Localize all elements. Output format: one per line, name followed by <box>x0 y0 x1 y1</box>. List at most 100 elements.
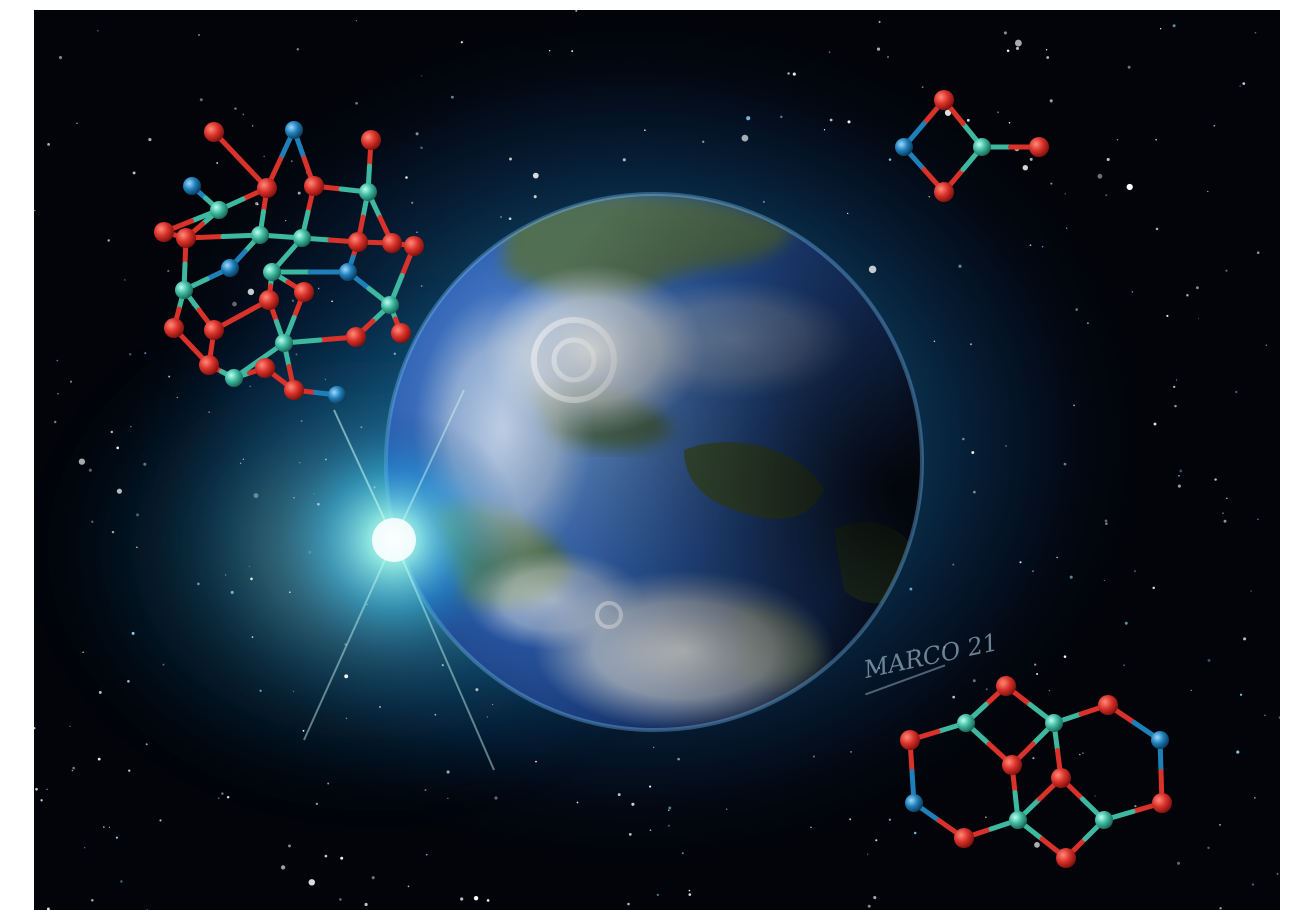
star <box>952 563 955 566</box>
oxygen-atom <box>204 320 224 340</box>
star <box>486 899 490 902</box>
star <box>249 385 251 387</box>
star <box>84 847 86 849</box>
star <box>91 899 94 902</box>
silicon-atom <box>210 201 228 219</box>
star <box>317 287 320 290</box>
star <box>1105 522 1108 526</box>
star <box>828 51 831 54</box>
star <box>688 893 692 896</box>
star <box>53 420 57 424</box>
star <box>71 769 74 772</box>
star <box>688 889 691 892</box>
star <box>873 896 877 900</box>
oxygen-atom <box>294 282 314 302</box>
star <box>331 300 333 303</box>
star <box>441 663 444 667</box>
star <box>829 118 833 122</box>
star <box>1172 24 1176 28</box>
star <box>460 897 464 901</box>
oxygen-atom <box>404 236 424 256</box>
star <box>1045 49 1048 51</box>
star <box>34 209 36 212</box>
star <box>371 876 375 880</box>
star <box>91 520 94 523</box>
star <box>247 288 255 296</box>
star <box>1022 165 1028 171</box>
molecule-small-ring <box>895 90 1049 202</box>
star <box>850 751 852 753</box>
star <box>1173 385 1176 389</box>
star <box>1152 586 1155 590</box>
nitrogen-atom <box>339 263 357 281</box>
star <box>450 95 454 99</box>
star <box>324 378 327 381</box>
star <box>159 819 162 822</box>
star <box>622 158 626 162</box>
star <box>913 831 917 835</box>
star <box>1005 445 1007 447</box>
star <box>571 50 574 53</box>
star <box>130 426 132 428</box>
star <box>997 111 999 114</box>
star <box>69 725 71 727</box>
star <box>1242 82 1246 85</box>
star <box>1243 637 1247 641</box>
star <box>847 212 849 215</box>
star <box>878 667 881 669</box>
star <box>576 801 579 804</box>
star <box>1131 291 1134 293</box>
star <box>1256 251 1260 254</box>
star <box>111 530 115 534</box>
star <box>355 101 358 105</box>
oxygen-atom <box>199 355 219 375</box>
star <box>129 353 132 356</box>
star <box>327 782 330 785</box>
silicon-atom <box>175 281 193 299</box>
star <box>460 41 463 44</box>
star <box>985 688 988 691</box>
silicon-atom <box>1095 811 1113 829</box>
star <box>888 818 891 821</box>
silicon-atom <box>957 714 975 732</box>
star <box>533 195 537 199</box>
star <box>345 717 348 720</box>
star <box>823 129 826 131</box>
star <box>1003 31 1007 35</box>
star <box>242 458 245 460</box>
artwork-canvas: MARCO 21 <box>34 10 1280 910</box>
star <box>131 631 135 635</box>
star <box>958 264 962 268</box>
star <box>136 513 139 517</box>
star <box>875 839 878 842</box>
star <box>168 375 171 378</box>
star <box>1029 244 1032 247</box>
star <box>221 792 224 795</box>
star <box>644 129 646 131</box>
star <box>1006 49 1010 53</box>
star <box>447 797 449 799</box>
star <box>1034 663 1037 666</box>
star <box>421 75 423 77</box>
star <box>1257 518 1259 521</box>
star <box>668 809 670 811</box>
star <box>921 86 924 89</box>
star <box>1276 872 1279 875</box>
star <box>810 826 812 828</box>
nitrogen-atom <box>328 386 346 404</box>
star <box>102 826 105 828</box>
star <box>208 411 210 413</box>
star <box>878 20 881 23</box>
star <box>1064 193 1066 195</box>
star <box>1239 85 1241 87</box>
star <box>909 587 913 591</box>
star <box>1177 484 1181 488</box>
star <box>167 269 170 273</box>
star <box>649 785 652 788</box>
star <box>575 10 578 12</box>
oxygen-atom <box>348 232 368 252</box>
star <box>1056 556 1058 559</box>
star <box>116 488 122 494</box>
star <box>1034 842 1040 848</box>
star <box>56 359 59 362</box>
